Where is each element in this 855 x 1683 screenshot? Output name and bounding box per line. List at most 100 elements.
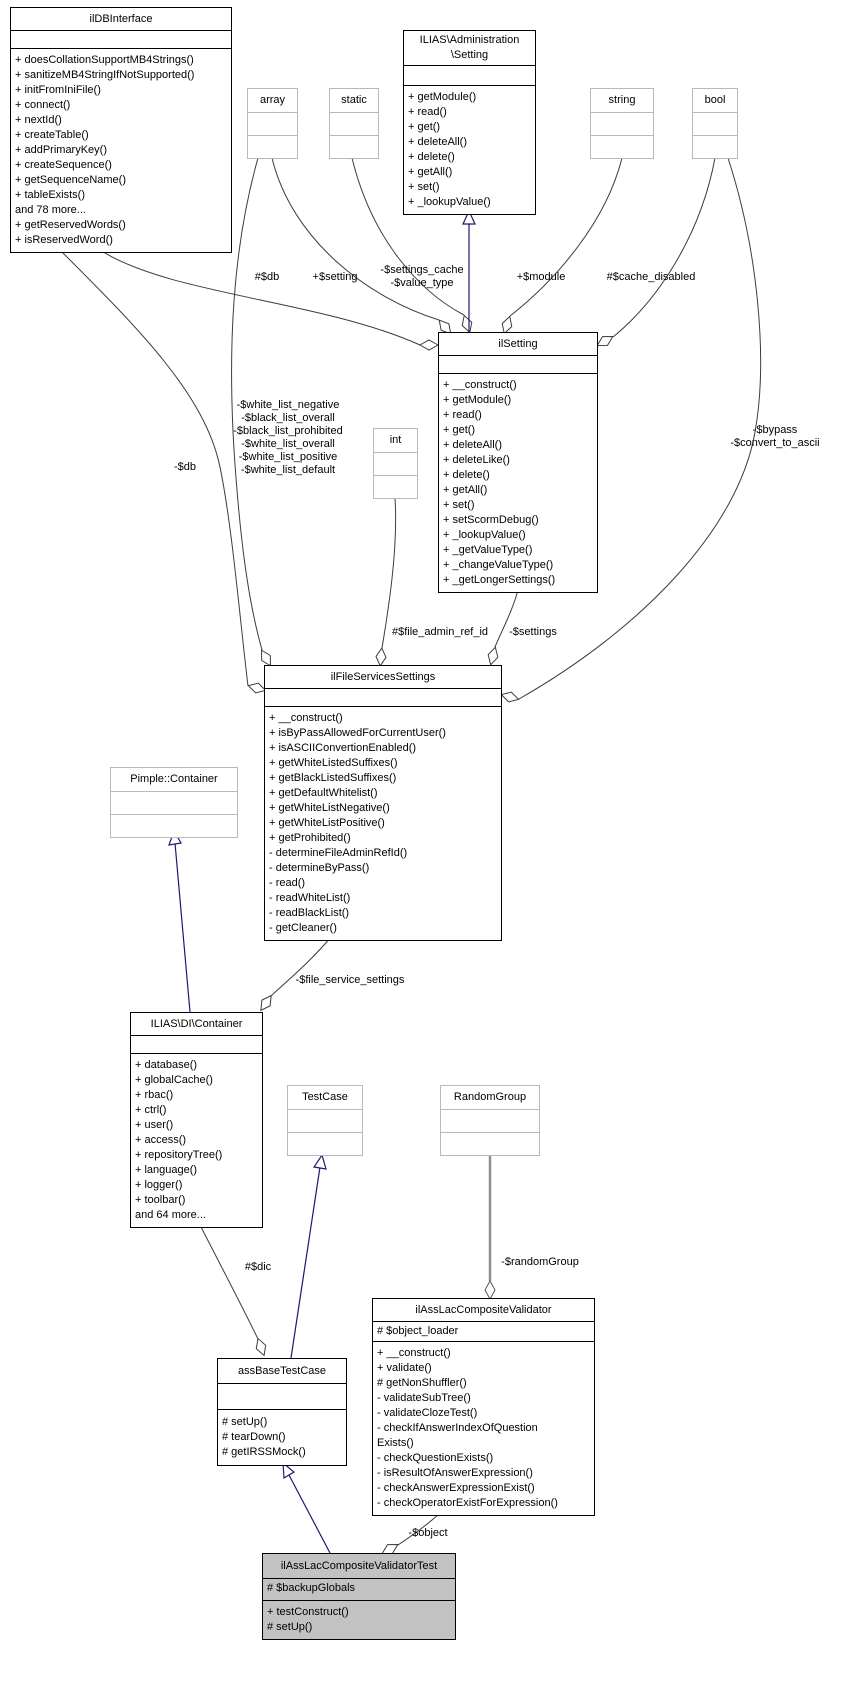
- member-row: - read(): [269, 877, 306, 889]
- member-row: + ctrl(): [135, 1104, 167, 1116]
- class-title: array: [248, 89, 297, 113]
- arrow-test-assbase: [282, 1461, 296, 1480]
- class-assbasetestcase[interactable]: assBaseTestCase # setUp()# tearDown()# g…: [217, 1358, 347, 1466]
- member-row: + __construct(): [443, 379, 517, 391]
- empty-compartment: [330, 136, 378, 158]
- class-attributes: [265, 689, 501, 707]
- member-row: + set(): [443, 499, 475, 511]
- member-row: -$white_list_negative: [236, 399, 340, 411]
- class-static[interactable]: static: [329, 88, 379, 159]
- member-row: + set(): [408, 181, 440, 193]
- member-row: + isASCIIConvertionEnabled(): [269, 742, 417, 754]
- class-int[interactable]: int: [373, 428, 418, 499]
- class-title: ilSetting: [439, 333, 597, 356]
- member-row: + getModule(): [443, 394, 512, 406]
- member-row: + globalCache(): [135, 1074, 213, 1086]
- class-string[interactable]: string: [590, 88, 654, 159]
- class-randomgroup[interactable]: RandomGroup: [440, 1085, 540, 1156]
- member-row: + getAll(): [443, 484, 488, 496]
- class-bool[interactable]: bool: [692, 88, 738, 159]
- member-row: + language(): [135, 1164, 198, 1176]
- class-methods: + getModule()+ read()+ get()+ deleteAll(…: [404, 86, 535, 214]
- member-row: + deleteLike(): [443, 454, 510, 466]
- edge-label-white-list: -$white_list_negative-$black_list_overal…: [233, 399, 342, 477]
- class-title: int: [374, 429, 417, 453]
- member-row: - getCleaner(): [269, 922, 337, 934]
- diamond-ilsetting-fss: [487, 646, 499, 666]
- member-row: -$bypass: [752, 424, 798, 436]
- member-row: -$white_list_overall: [241, 438, 335, 450]
- class-attributes: [131, 1036, 262, 1054]
- class-title: RandomGroup: [441, 1086, 539, 1110]
- member-row: + addPrimaryKey(): [15, 144, 108, 156]
- class-title: assBaseTestCase: [218, 1359, 346, 1384]
- member-row: + _changeValueType(): [443, 559, 554, 571]
- member-row: Exists(): [377, 1437, 414, 1449]
- member-row: -$black_list_prohibited: [233, 425, 343, 437]
- class-ilias-administration-setting[interactable]: ILIAS\Administration\Setting + getModule…: [403, 30, 536, 215]
- class-title: ilFileServicesSettings: [265, 666, 501, 689]
- class-ilasslaccompositevalidator[interactable]: ilAssLacCompositeValidator # $object_loa…: [372, 1298, 595, 1516]
- member-row: - readBlackList(): [269, 907, 350, 919]
- class-title: bool: [693, 89, 737, 113]
- class-methods: + __construct()+ validate()# getNonShuff…: [373, 1342, 594, 1515]
- edge-label-bypass: -$bypass-$convert_to_ascii: [730, 424, 819, 450]
- member-row: and 78 more...: [15, 204, 86, 216]
- edge-label-cache-disabled: #$cache_disabled: [606, 271, 696, 283]
- arrow-assbase-testcase: [312, 1153, 327, 1170]
- member-row: + repositoryTree(): [135, 1149, 223, 1161]
- member-row: + access(): [135, 1134, 187, 1146]
- edge-label-settings-cache: -$settings_cache-$value_type: [380, 264, 463, 290]
- edge-fss-di: [270, 937, 331, 997]
- member-row: + read(): [408, 106, 447, 118]
- member-row: + getBlackListedSuffixes(): [269, 772, 397, 784]
- class-pimple-container[interactable]: Pimple::Container: [110, 767, 238, 838]
- empty-compartment: [288, 1110, 362, 1133]
- empty-compartment: [591, 136, 653, 158]
- empty-compartment: [111, 815, 237, 837]
- member-row: + getModule(): [408, 91, 477, 103]
- empty-compartment: [374, 476, 417, 498]
- member-row: - checkQuestionExists(): [377, 1452, 494, 1464]
- member-row: + nextId(): [15, 114, 62, 126]
- edge-bool-ilsetting: [612, 157, 716, 338]
- member-row: - isResultOfAnswerExpression(): [377, 1467, 533, 1479]
- edge-label-db: #$db: [254, 271, 280, 283]
- member-row: # getNonShuffler(): [377, 1377, 467, 1389]
- class-methods: + database()+ globalCache()+ rbac()+ ctr…: [131, 1054, 262, 1227]
- member-row: + get(): [443, 424, 476, 436]
- edge-test-assbase: [288, 1474, 331, 1554]
- edge-label-setting: +$setting: [312, 271, 358, 283]
- empty-compartment: [111, 792, 237, 815]
- class-title: string: [591, 89, 653, 113]
- member-row: -$value_type: [390, 277, 454, 289]
- member-row: + getProhibited(): [269, 832, 351, 844]
- class-array[interactable]: array: [247, 88, 298, 159]
- member-row: + connect(): [15, 99, 71, 111]
- class-testcase[interactable]: TestCase: [287, 1085, 363, 1156]
- class-ilfileservicessettings[interactable]: ilFileServicesSettings + __construct()+ …: [264, 665, 502, 941]
- member-row: + sanitizeMB4StringIfNotSupported(): [15, 69, 195, 81]
- edge-di-pimple: [174, 842, 191, 1013]
- class-ilias-di-container[interactable]: ILIAS\DI\Container + database()+ globalC…: [130, 1012, 263, 1228]
- member-row: + logger(): [135, 1179, 183, 1191]
- member-row: - determineFileAdminRefId(): [269, 847, 408, 859]
- member-row: + createSequence(): [15, 159, 112, 171]
- edge-label-db-fss: -$db: [173, 461, 197, 473]
- class-attributes: [439, 356, 597, 374]
- class-ilsetting[interactable]: ilSetting + __construct() + getModule() + …: [438, 332, 598, 593]
- member-row: + validate(): [377, 1362, 432, 1374]
- class-ilasslaccompositevalidatortest[interactable]: ilAssLacCompositeValidatorTest # $backup…: [262, 1553, 456, 1640]
- empty-compartment: [693, 136, 737, 158]
- edge-label-file-admin-ref-id: #$file_admin_ref_id: [391, 626, 489, 638]
- class-methods: + testConstruct()# setUp(): [263, 1601, 455, 1639]
- class-title: ilAssLacCompositeValidatorTest: [263, 1554, 455, 1579]
- edge-array-ilsetting: [271, 157, 440, 321]
- diamond-bool-fss: [500, 691, 520, 703]
- member-row: # getIRSSMock(): [222, 1446, 306, 1458]
- member-row: \Setting: [450, 49, 489, 61]
- empty-compartment: [288, 1133, 362, 1155]
- edge-label-module: +$module: [516, 271, 566, 283]
- class-ildbinterface[interactable]: ilDBInterface + doesCollationSupportMB4S…: [10, 7, 232, 253]
